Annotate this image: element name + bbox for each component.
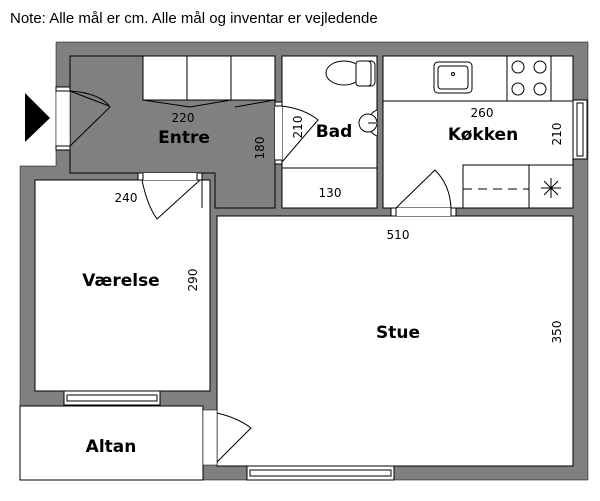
toilet-icon [325,60,376,87]
stue-depth: 350 [550,321,564,344]
kokken-depth: 210 [550,123,564,146]
room-vaerelse [34,179,211,392]
wardrobe [142,55,276,108]
vaerelse-width: 240 [115,191,138,205]
sink-icon [433,61,473,94]
bad-width: 130 [319,186,342,200]
door-jamb [55,86,71,92]
door-jamb [274,159,283,165]
vaerelse-door-opening [138,173,202,180]
room-label-kokken: Køkken [448,125,518,145]
entrance-marker-icon [25,93,50,142]
room-label-vaerelse: Værelse [82,271,159,291]
room-label-entre: Entre [158,128,210,148]
bad-door-opening [275,102,282,164]
door-jamb [137,172,144,181]
kokken-window [572,99,588,160]
stue-window [246,465,395,481]
star-icon [541,178,561,198]
stove-icon [506,55,552,102]
altan-door-opening [202,409,218,466]
lower-counter [462,164,574,209]
basin-icon [358,109,378,137]
door-jamb [390,207,397,217]
entrance-door-opening [55,86,71,151]
vaerelse-window [63,390,161,406]
entre-width: 220 [172,111,195,125]
altan-door-swing[interactable] [216,412,252,463]
room-altan [19,405,204,481]
stue-width: 510 [387,228,410,242]
room-label-altan: Altan [86,437,137,457]
plan-note: Note: Alle mål er cm. Alle mål og invent… [10,10,378,27]
room-label-stue: Stue [376,323,420,343]
kokken-width: 260 [471,106,494,120]
door-jamb [196,172,203,181]
entre-depth: 180 [253,137,267,160]
kokken-door-opening [391,208,455,216]
bad-depth: 210 [291,116,305,139]
room-stue [216,215,574,467]
vaerelse-depth: 290 [186,269,200,292]
bad-shelf [281,167,378,209]
door-jamb [274,101,283,107]
bad-door-swing[interactable] [281,105,319,163]
room-label-bad: Bad [316,122,353,142]
door-jamb [450,207,457,217]
vaerelse-door-swing[interactable] [141,179,201,220]
entrance-door-swing[interactable] [69,90,111,147]
door-jamb [55,145,71,151]
kokken-door-swing[interactable] [395,169,452,209]
